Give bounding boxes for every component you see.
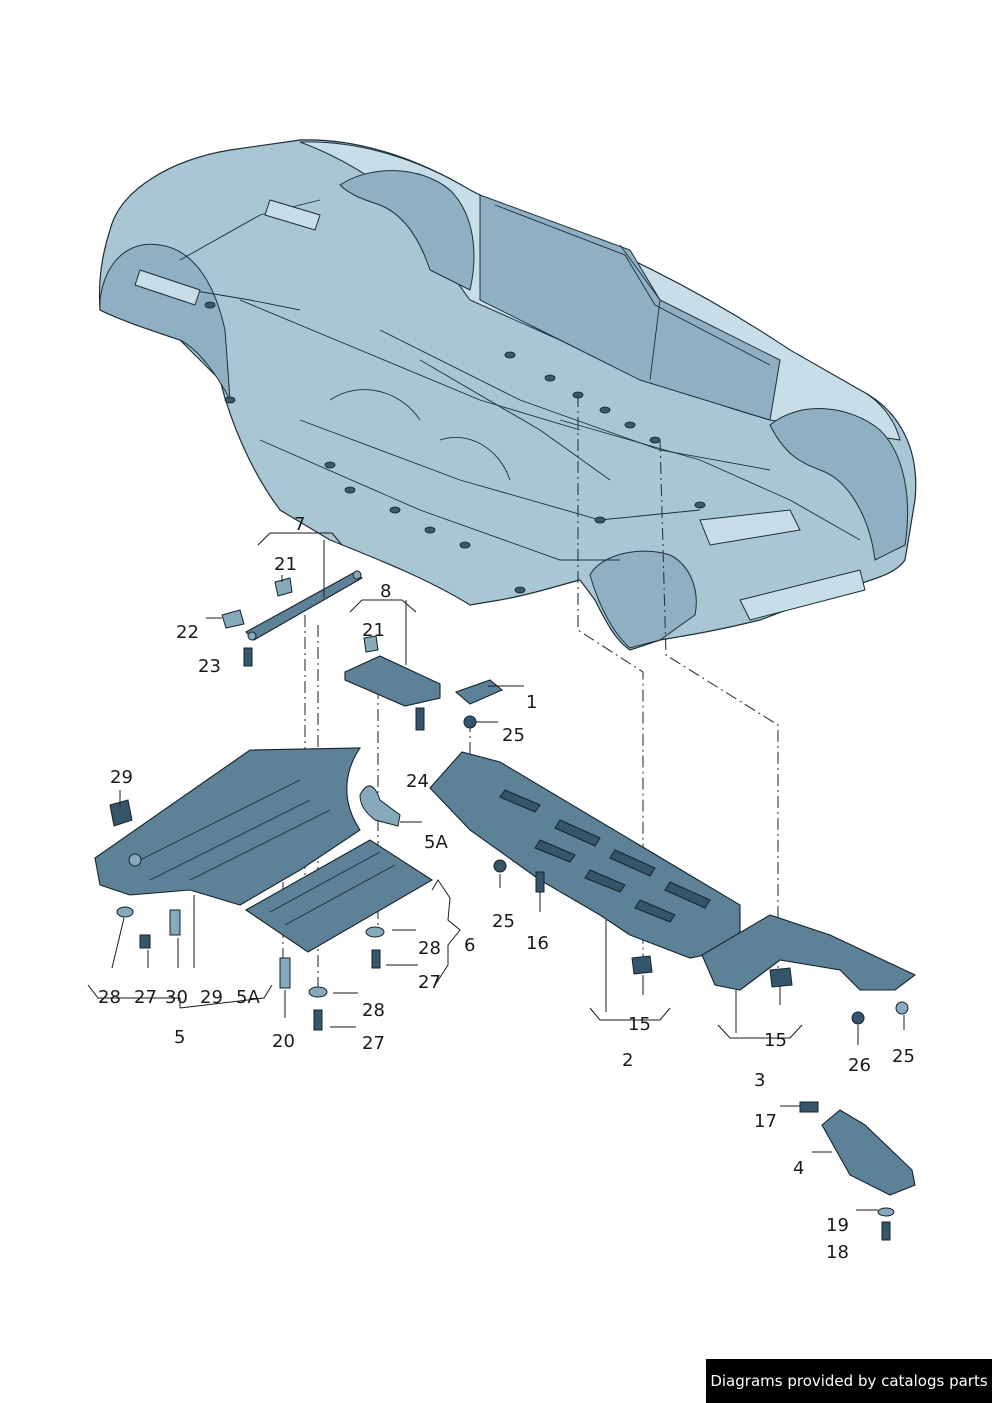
clip-22 — [221, 609, 245, 629]
callout-20: 20 — [272, 1031, 295, 1052]
callout-22: 22 — [176, 622, 199, 643]
callout-16: 16 — [526, 933, 549, 954]
callout-25-b: 25 — [492, 911, 515, 932]
front-underbody-panel-5 — [94, 747, 362, 949]
pin-20 — [279, 957, 291, 989]
callout-19: 19 — [826, 1215, 849, 1236]
callout-24: 24 — [406, 771, 429, 792]
middle-underbody-panel-6 — [244, 839, 434, 1031]
clip-21-upper — [274, 577, 293, 597]
callout-27-c: 27 — [134, 987, 157, 1008]
rear-underbody-panel-2 — [429, 751, 741, 975]
callout-4: 4 — [793, 1158, 804, 1179]
callout-29-b: 29 — [200, 987, 223, 1008]
callout-28: 28 — [418, 938, 441, 959]
callout-7: 7 — [294, 514, 305, 535]
callout-2: 2 — [622, 1050, 633, 1071]
car-underbody-illustration — [98, 139, 917, 651]
callout-18: 18 — [826, 1242, 849, 1263]
callout-29: 29 — [110, 767, 133, 788]
callout-28-c: 28 — [98, 987, 121, 1008]
callout-26: 26 — [848, 1055, 871, 1076]
washer-28 — [116, 906, 134, 918]
callout-21: 21 — [274, 554, 297, 575]
callout-25-c: 25 — [892, 1046, 915, 1067]
leader-lines — [87, 532, 905, 1211]
callout-21-b: 21 — [362, 620, 385, 641]
callout-28-b: 28 — [362, 1000, 385, 1021]
callout-30: 30 — [165, 987, 188, 1008]
callout-6: 6 — [464, 935, 475, 956]
callout-27-b: 27 — [362, 1033, 385, 1054]
callout-3: 3 — [754, 1070, 765, 1091]
callout-15-b: 15 — [764, 1030, 787, 1051]
callout-1: 1 — [526, 692, 537, 713]
callout-labels: 7 21 22 23 8 21 1 25 24 5A 29 28 6 27 28… — [98, 514, 915, 1263]
shield-plate-8 — [344, 635, 441, 731]
rear-right-panel-3 — [701, 914, 917, 1025]
callout-25: 25 — [502, 725, 525, 746]
callout-27: 27 — [418, 972, 441, 993]
callout-8: 8 — [380, 581, 391, 602]
clip-29 — [109, 799, 133, 827]
strut-bar-part — [221, 570, 363, 667]
callout-15: 15 — [628, 1014, 651, 1035]
bolt-23 — [243, 647, 253, 667]
credit-banner: Diagrams provided by catalogs parts — [706, 1359, 992, 1403]
side-deflector-24 — [359, 785, 401, 827]
callout-17: 17 — [754, 1111, 777, 1132]
callout-23: 23 — [198, 656, 221, 677]
callout-5: 5 — [174, 1027, 185, 1048]
callout-5a-b: 5A — [236, 987, 260, 1008]
rear-bracket-4 — [799, 1101, 916, 1241]
callout-5a: 5A — [424, 832, 448, 853]
bracket-part-1 — [454, 679, 504, 729]
